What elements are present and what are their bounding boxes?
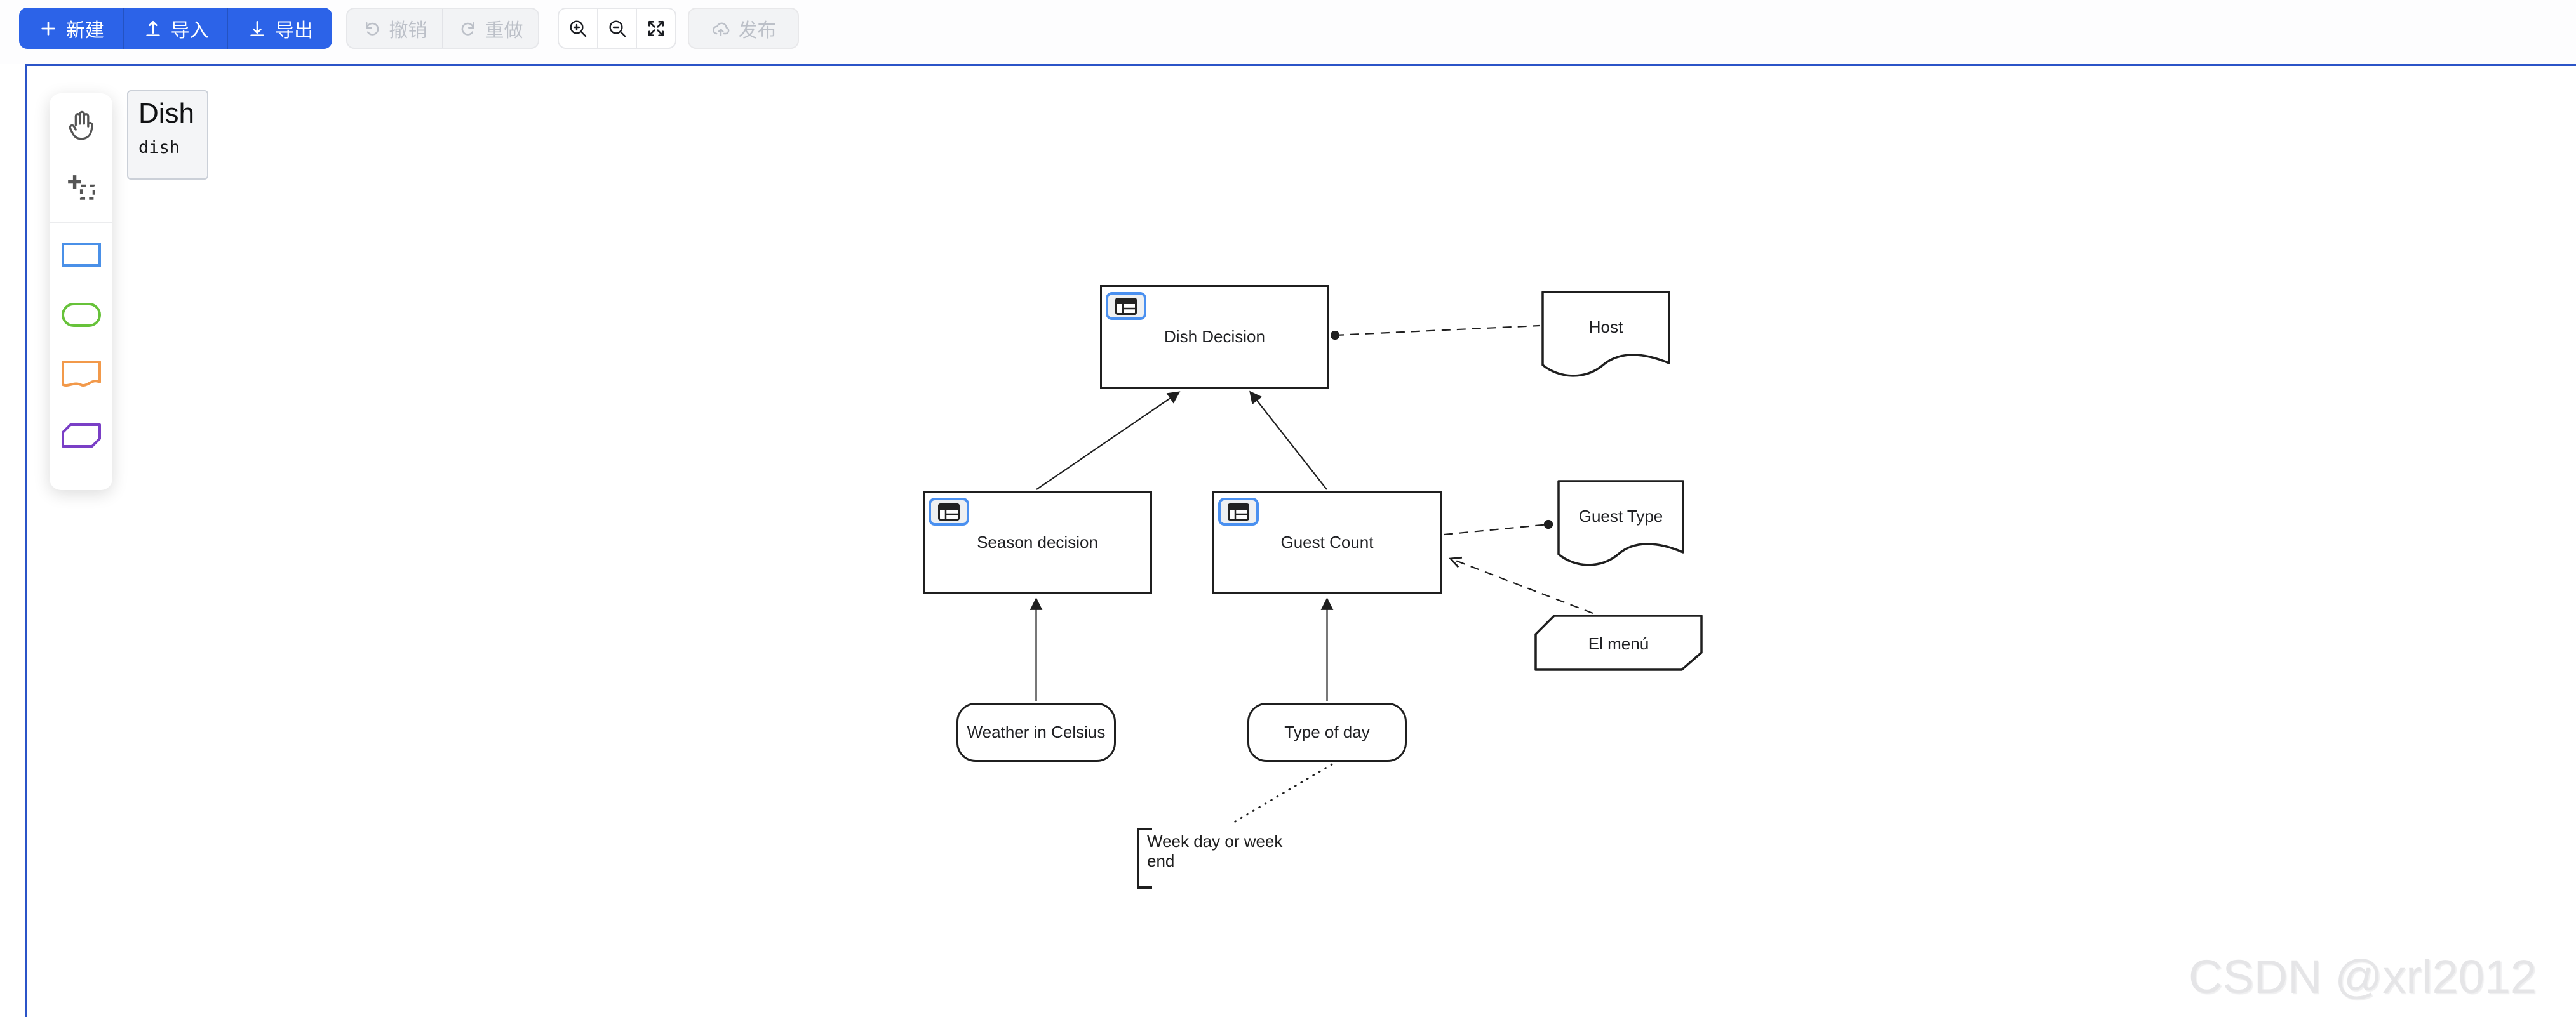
document-shape-icon [61, 360, 101, 387]
node-guest-count[interactable]: Guest Count [1212, 491, 1442, 594]
rectangle-shape-icon [61, 242, 101, 267]
node-label: Dish Decision [1164, 327, 1265, 346]
table-glyph [1115, 297, 1137, 315]
document-shape [1557, 480, 1684, 566]
cloud-upload-icon [712, 22, 729, 36]
fit-screen-button[interactable] [636, 9, 675, 48]
import-button-label: 导入 [170, 20, 209, 41]
publish-button[interactable]: 发布 [689, 9, 798, 48]
redo-button[interactable]: 重做 [442, 9, 538, 48]
document-shape [1541, 291, 1670, 377]
annotation-week-day[interactable]: Week day or week end [1147, 832, 1283, 870]
publish-group: 发布 [688, 8, 799, 49]
table-glyph [938, 503, 960, 521]
zoom-out-icon [608, 20, 626, 37]
history-group: 撤销 重做 [346, 8, 539, 49]
node-guest-type[interactable]: Guest Type [1557, 480, 1684, 575]
node-label: El menú [1588, 634, 1649, 653]
edge-elmenu-to-guestcount[interactable] [1449, 556, 1593, 615]
document-shape-tool[interactable] [50, 345, 112, 405]
decision-table-badge-icon [1218, 498, 1259, 526]
file-card-dish[interactable]: Dish dish [127, 90, 208, 180]
stadium-shape-icon [61, 302, 101, 327]
zoom-group [558, 8, 676, 49]
undo-icon [365, 22, 379, 36]
undo-button-label: 撤销 [389, 20, 427, 41]
edge-typeofday-to-annotation[interactable] [1231, 763, 1333, 825]
edge-guestcount-to-guesttype[interactable] [1444, 519, 1553, 536]
node-weather-in-celsius[interactable]: Weather in Celsius [956, 703, 1116, 762]
node-label: Season decision [977, 533, 1098, 552]
decision-table-badge-icon [929, 498, 969, 526]
export-icon [250, 20, 264, 36]
card-shape-icon [61, 423, 101, 448]
node-el-menu[interactable]: El menú [1534, 615, 1703, 672]
file-card-subtitle: dish [138, 137, 180, 157]
file-actions-group: 新建 导入 导出 [19, 8, 332, 49]
node-season-decision[interactable]: Season decision [923, 491, 1152, 594]
node-label: Guest Type [1578, 507, 1663, 526]
redo-button-label: 重做 [485, 20, 523, 41]
undo-button[interactable]: 撤销 [347, 9, 442, 48]
decision-table-badge-icon [1106, 292, 1146, 320]
card-shape [1534, 615, 1703, 671]
import-icon [145, 20, 160, 36]
edge-season-to-dish[interactable] [1036, 391, 1181, 490]
hand-icon [69, 110, 93, 140]
plus-icon [41, 21, 55, 36]
node-host[interactable]: Host [1541, 291, 1670, 386]
hand-tool[interactable] [50, 93, 112, 157]
redo-icon [461, 22, 474, 36]
annotation-bracket [1137, 828, 1152, 889]
node-dish-decision[interactable]: Dish Decision [1100, 285, 1329, 389]
palette-divider [50, 222, 112, 223]
table-glyph [1228, 503, 1249, 521]
file-card-title: Dish [138, 98, 195, 129]
shape-palette [50, 93, 112, 490]
publish-button-label: 发布 [738, 20, 777, 41]
edge-dish-to-host[interactable] [1330, 324, 1540, 340]
new-button[interactable]: 新建 [19, 8, 123, 49]
watermark: CSDN @xrl2012 [2189, 950, 2537, 1003]
fit-screen-icon [648, 20, 664, 36]
export-button-label: 导出 [275, 20, 314, 41]
rectangle-shape-tool[interactable] [50, 224, 112, 284]
zoom-out-button[interactable] [596, 9, 636, 48]
marquee-select-icon [67, 175, 95, 200]
node-label: Host [1588, 317, 1623, 336]
toolbar: 新建 导入 导出 撤销 重做 [0, 0, 2576, 64]
zoom-in-icon [570, 20, 587, 37]
node-label: Weather in Celsius [967, 722, 1106, 741]
node-label: Type of day [1284, 722, 1370, 741]
export-button[interactable]: 导出 [227, 8, 332, 49]
zoom-in-button[interactable] [559, 9, 597, 48]
edge-guestcount-to-dish[interactable] [1249, 390, 1327, 490]
import-button[interactable]: 导入 [123, 8, 228, 49]
new-button-label: 新建 [65, 20, 104, 41]
node-label: Guest Count [1280, 533, 1374, 552]
marquee-select-tool[interactable] [50, 157, 112, 220]
stadium-shape-tool[interactable] [50, 284, 112, 345]
node-type-of-day[interactable]: Type of day [1247, 703, 1407, 762]
card-shape-tool[interactable] [50, 405, 112, 465]
